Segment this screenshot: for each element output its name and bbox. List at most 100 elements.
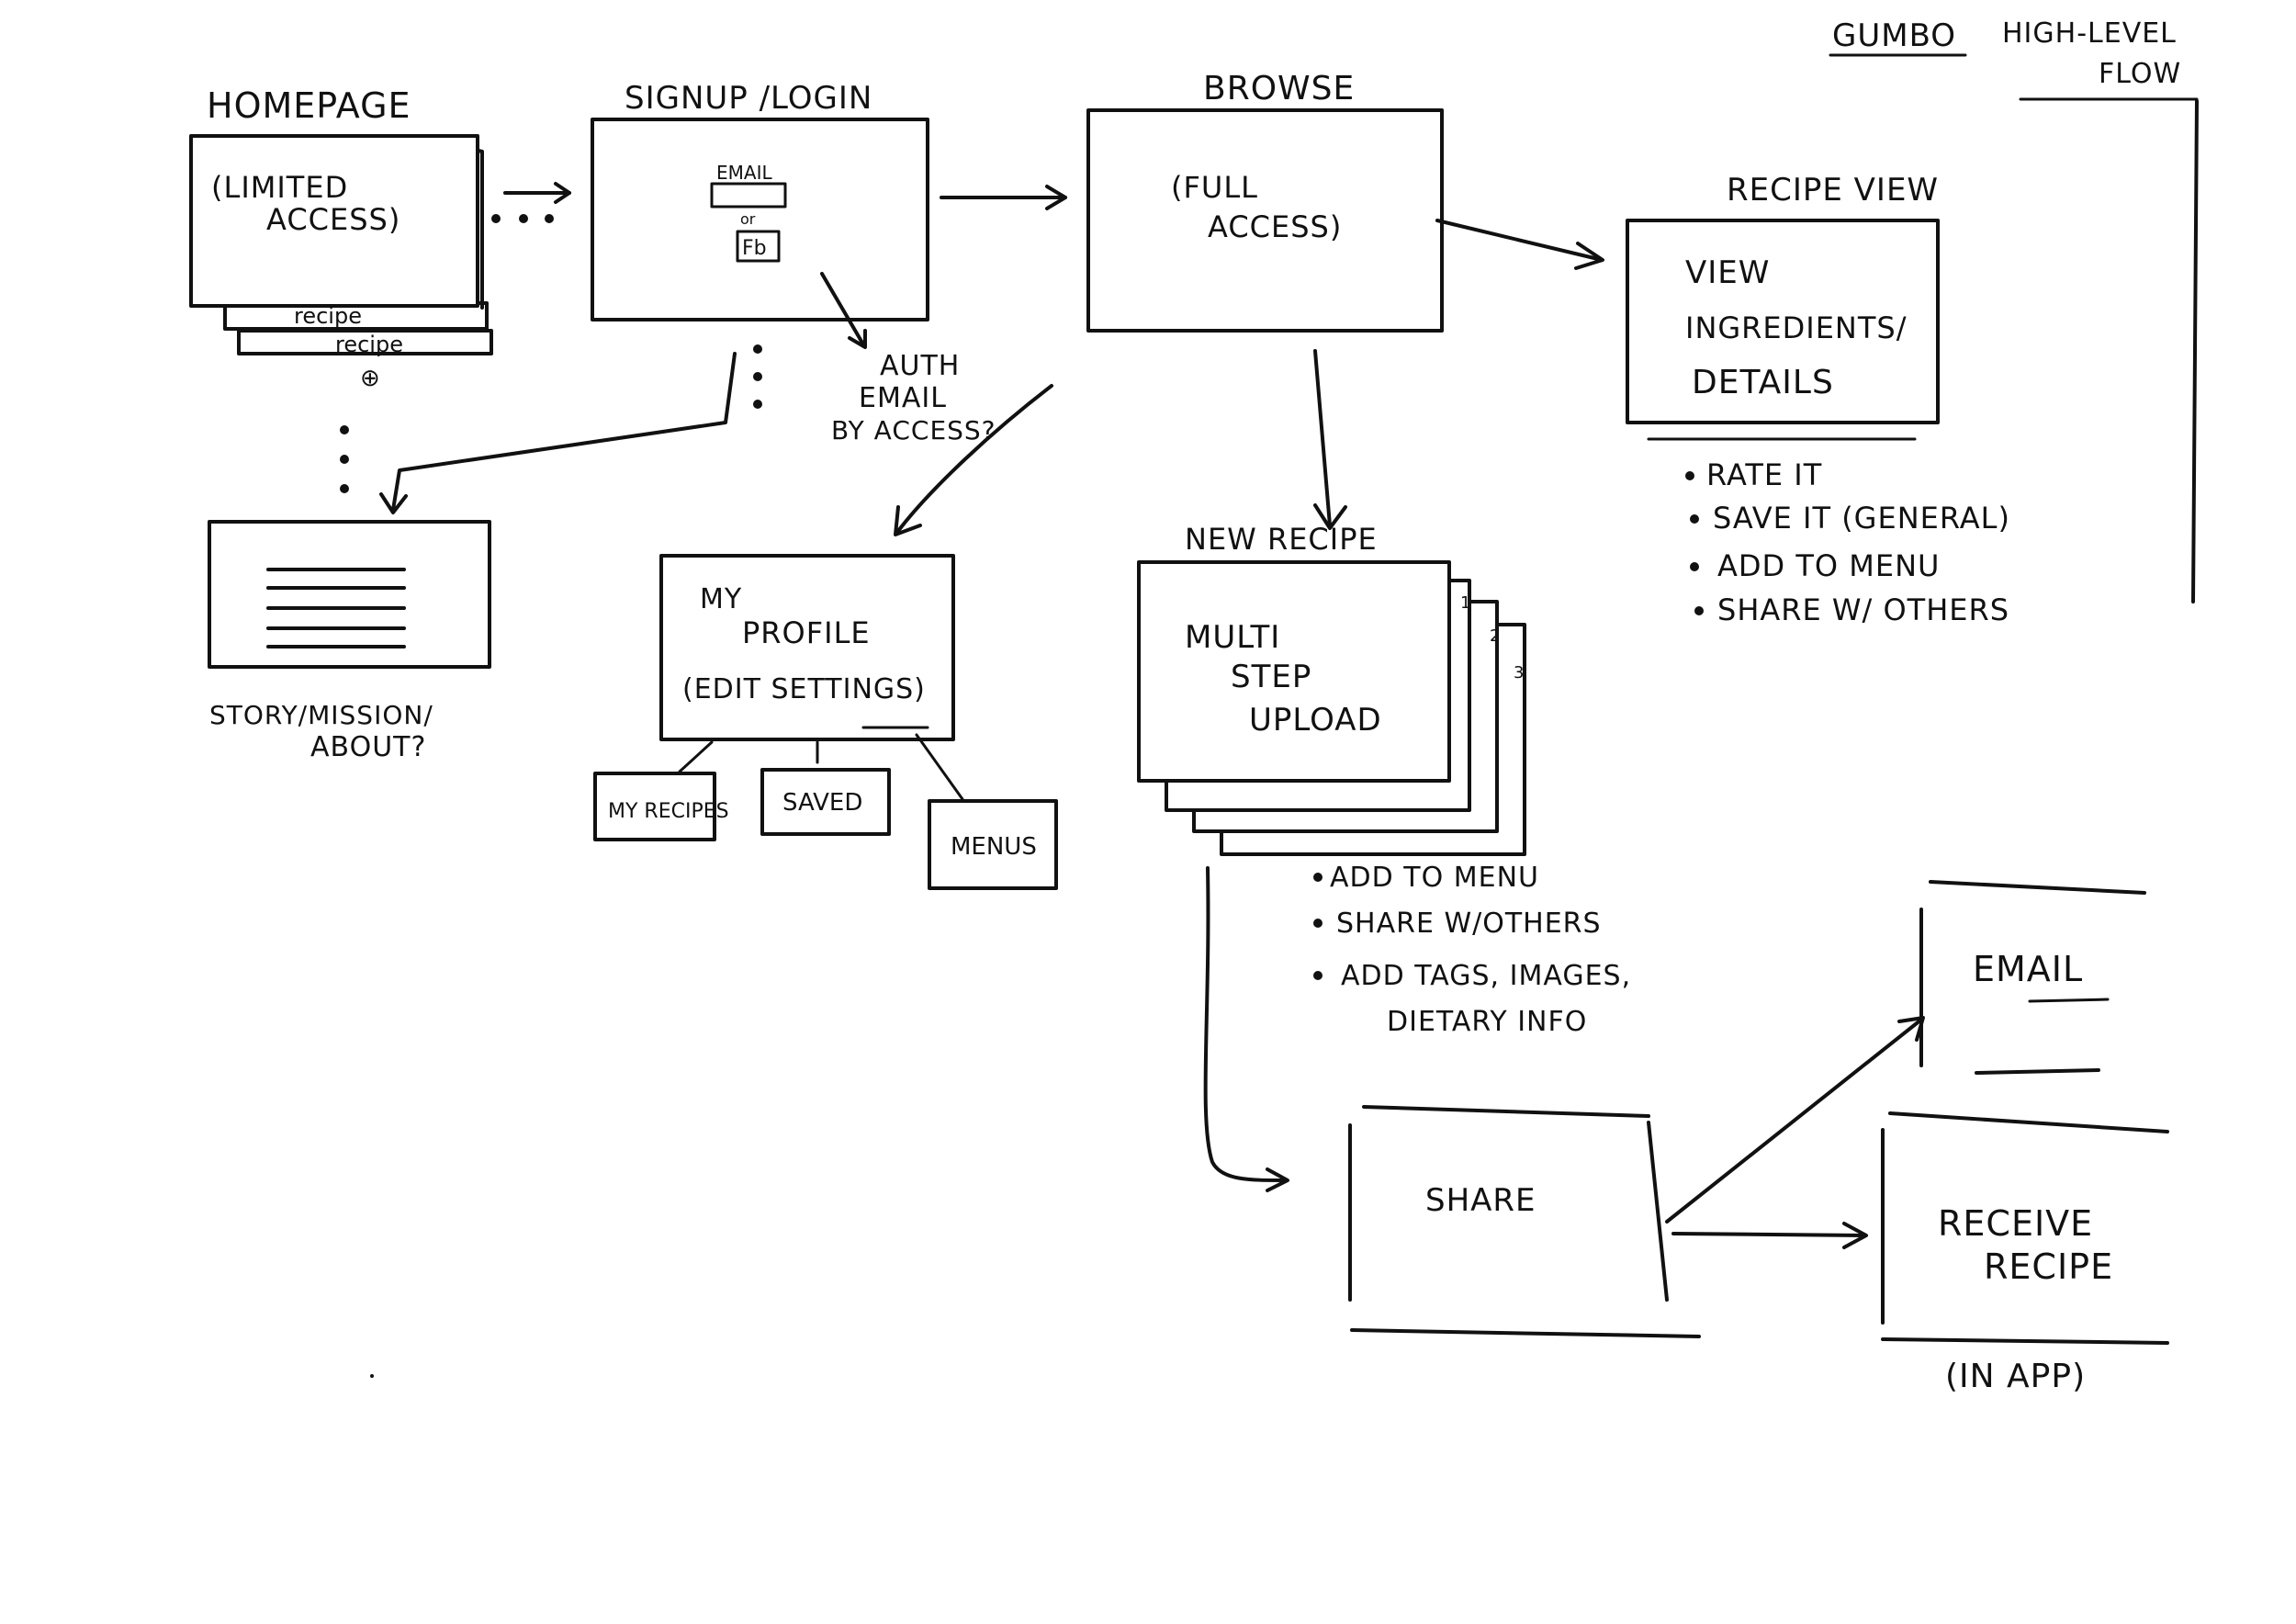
auth-to-profile-arrow [894,384,1053,536]
recipe-view-body-line1: VIEW [1685,254,1770,291]
right-edge-line [2191,99,2199,603]
fb-label: Fb [742,237,767,260]
auth-note-line1: AUTH [880,350,960,382]
new-recipe-body-line1: MULTI [1185,619,1280,656]
list-item: ADD TO MENU [1330,862,1539,894]
my-profile-title-line1: MY [700,583,742,615]
receive-caption: (IN APP) [1945,1358,2086,1395]
homepage-stack-label-1: recipe [294,303,362,329]
story-caption-line1: STORY/MISSION/ [209,700,433,730]
diagram-header: GUMBO HIGH-LEVEL FLOW [1829,17,2199,101]
browse-to-new-recipe-arrow [1313,349,1347,530]
diagram-subtitle-line1: HIGH-LEVEL [2002,17,2177,50]
auth-annotation: AUTH EMAIL BY ACCESS? [831,350,996,445]
browse-body-line1: (FULL [1171,170,1258,205]
story-box [208,520,491,669]
receive-bottom-line [1881,1337,2169,1345]
auth-note-line3: BY ACCESS? [831,415,996,445]
homepage-box [189,134,479,308]
homepage-stack-label-2: recipe [335,332,403,357]
auth-note-line2: EMAIL [859,382,947,414]
story-node: STORY/MISSION/ ABOUT? [208,520,491,763]
list-item: ADD TAGS, IMAGES, [1341,960,1631,992]
email-bottom-line [1975,1068,2100,1075]
my-profile-body: (EDIT SETTINGS) [682,673,926,705]
browse-title: BROWSE [1203,70,1355,107]
share-to-receive-arrow [1671,1222,1868,1249]
share-node: SHARE [1348,1105,1701,1338]
email-title: EMAIL [1973,949,2083,989]
email-underline [2028,998,2110,1003]
menus-box [928,799,1058,890]
homepage-body-line1: (LIMITED [211,170,348,205]
signup-login-node: SIGNUP /LOGIN EMAIL or Fb [591,80,929,321]
receive-title-line1: RECEIVE [1938,1203,2093,1244]
signup-login-box [591,118,929,321]
step-number: 3 [1514,663,1524,682]
menus-label: MENUS [951,833,1037,861]
list-item: DIETARY INFO [1387,1006,1587,1038]
email-label: EMAIL [716,162,772,184]
saved-label: SAVED [782,789,862,817]
stray-mark [370,1374,374,1378]
new-recipe-to-share-arrow [1203,866,1289,1192]
recipe-view-actions: RATE IT SAVE IT (GENERAL) ADD TO MENU SH… [1685,457,2010,627]
browse-to-recipe-view-arrow [1435,219,1604,270]
signup-to-browse-arrow [940,185,1067,210]
recipe-view-body-line3: DETAILS [1692,364,1834,401]
my-profile-children-connectors [678,733,964,801]
recipe-view-node: RECIPE VIEW VIEW INGREDIENTS/ DETAILS RA… [1626,172,2010,627]
browse-body-line2: ACCESS) [1208,209,1342,244]
recipe-view-title: RECIPE VIEW [1727,172,1939,209]
list-item: ADD TO MENU [1717,548,1940,583]
my-recipes-node: MY RECIPES [593,772,729,841]
signup-to-auth-arrow [820,272,867,349]
list-item: SHARE W/ OTHERS [1717,592,2009,627]
signup-login-title: SIGNUP /LOGIN [625,80,872,117]
homepage-title: HOMEPAGE [207,85,411,126]
new-recipe-actions: ADD TO MENU SHARE W/OTHERS ADD TAGS, IMA… [1313,862,1631,1038]
new-recipe-node: NEW RECIPE 1 2 3 MULTI STEP UPLOAD ADD T… [1137,522,1631,1038]
my-profile-title-line2: PROFILE [742,615,871,650]
or-label: or [740,210,756,228]
recipe-view-box [1626,219,1940,424]
list-item: SAVE IT (GENERAL) [1713,501,2010,536]
homepage-to-story-connector [340,425,349,493]
my-profile-node: MY PROFILE (EDIT SETTINGS) [659,554,955,741]
share-top-line [1362,1105,1650,1118]
saved-node: SAVED [760,768,891,836]
story-caption-line2: ABOUT? [310,731,426,763]
diagram-subtitle-line2: FLOW [2099,58,2181,90]
homepage-to-signup-connector [491,182,571,223]
share-bottom-line [1350,1328,1701,1338]
step-number: 2 [1490,626,1500,646]
signup-to-story-connector [379,344,762,514]
new-recipe-body-line2: STEP [1231,659,1311,695]
homepage-node: HOMEPAGE (LIMITED ACCESS) recipe recipe … [189,85,493,392]
story-text-lines [266,568,406,648]
my-recipes-label: MY RECIPES [608,800,729,823]
share-title: SHARE [1425,1182,1536,1219]
receive-top-line [1888,1111,2169,1133]
homepage-body-line2: ACCESS) [266,202,400,237]
saved-box [760,768,891,836]
email-top-line [1929,880,2146,895]
diagram-title: GUMBO [1832,17,1956,54]
email-node: EMAIL [1919,880,2146,1075]
recipe-view-body-line2: INGREDIENTS/ [1685,310,1908,345]
new-recipe-title: NEW RECIPE [1185,522,1378,557]
share-right-line [1647,1121,1669,1302]
new-recipe-box [1137,560,1451,783]
step-number: 1 [1460,593,1470,613]
new-recipe-body-line3: UPLOAD [1249,702,1382,739]
list-item: SHARE W/OTHERS [1336,908,1602,940]
email-input-sketch [710,182,787,209]
menus-node: MENUS [928,799,1058,890]
list-item: RATE IT [1706,457,1822,492]
fb-button-sketch [736,230,781,263]
my-profile-box [659,554,955,741]
receive-title-line2: RECIPE [1984,1246,2113,1287]
share-to-email-arrow [1665,1016,1925,1224]
